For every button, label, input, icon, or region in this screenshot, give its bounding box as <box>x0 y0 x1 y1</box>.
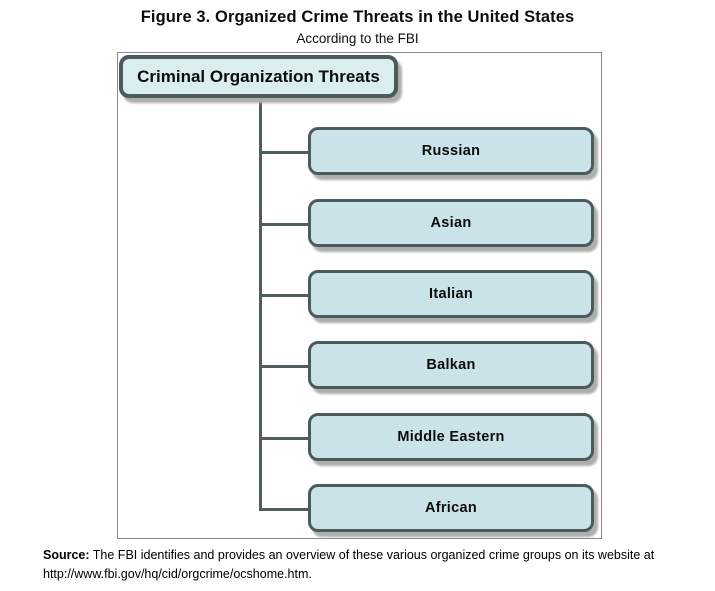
root-node-criminal-organization-threats: Criminal Organization Threats <box>119 55 398 98</box>
child-node-balkan: Balkan <box>308 341 594 389</box>
child-node-middle-eastern: Middle Eastern <box>308 413 594 461</box>
source-note-line1: The FBI identifies and provides an overv… <box>89 548 655 562</box>
child-node-russian: Russian <box>308 127 594 175</box>
child-node-asian: Asian <box>308 199 594 247</box>
connector-branch-middle-eastern <box>259 437 309 440</box>
connector-trunk <box>259 97 262 510</box>
connector-branch-italian <box>259 294 309 297</box>
child-node-label: Balkan <box>426 357 476 373</box>
root-node-label: Criminal Organization Threats <box>137 66 380 86</box>
child-node-label: Middle Eastern <box>397 429 505 445</box>
child-node-label: Russian <box>421 143 481 159</box>
connector-branch-balkan <box>259 365 309 368</box>
child-node-african: African <box>308 484 594 532</box>
child-node-label: Asian <box>430 215 472 231</box>
source-note-line2: http://www.fbi.gov/hq/cid/orgcrime/ocsho… <box>43 567 312 582</box>
connector-branch-african <box>259 508 309 511</box>
figure-title: Figure 3. Organized Crime Threats in the… <box>140 8 575 26</box>
connector-branch-asian <box>259 223 309 226</box>
source-note: Source: The FBI identifies and provides … <box>43 546 691 585</box>
child-node-label: African <box>424 500 478 516</box>
figure-subtitle: According to the FBI <box>296 31 419 46</box>
connector-branch-russian <box>259 151 309 154</box>
child-node-italian: Italian <box>308 270 594 318</box>
source-note-prefix: Source: <box>43 548 90 562</box>
child-node-label: Italian <box>429 286 473 302</box>
